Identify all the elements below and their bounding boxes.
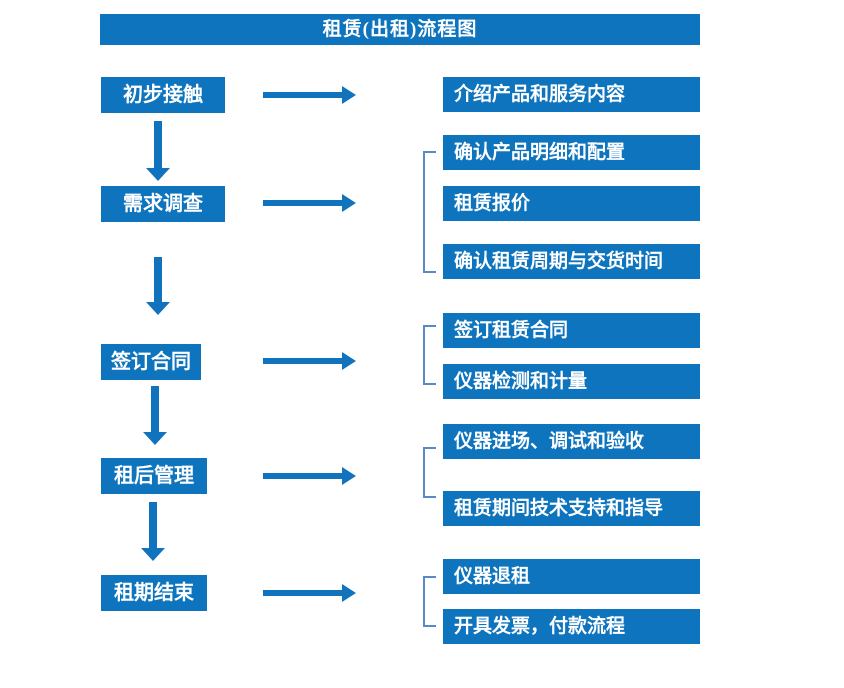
detail-box-instrument-inspection: 仪器检测和计量	[443, 364, 700, 399]
group-bracket-icon	[423, 447, 436, 498]
detail-box-rental-quotation: 租赁报价	[443, 186, 700, 221]
detail-box-invoice-payment: 开具发票，付款流程	[443, 609, 700, 644]
stage-box-demand-survey: 需求调查	[101, 186, 225, 222]
stage-box-rental-end: 租期结束	[101, 575, 207, 611]
detail-box-instrument-setup: 仪器进场、调试和验收	[443, 424, 700, 459]
right-arrow-icon	[263, 351, 356, 371]
detail-box-confirm-product-config: 确认产品明细和配置	[443, 135, 700, 170]
right-arrow-icon	[263, 583, 356, 603]
group-bracket-icon	[423, 576, 436, 627]
stage-box-initial-contact: 初步接触	[101, 77, 225, 113]
stage-box-post-rental: 租后管理	[101, 458, 207, 494]
down-arrow-icon	[143, 386, 167, 445]
down-arrow-icon	[146, 121, 170, 181]
detail-box-introduce-products: 介绍产品和服务内容	[443, 77, 700, 112]
flowchart-title: 租赁(出租)流程图	[100, 14, 700, 45]
right-arrow-icon	[263, 193, 356, 213]
right-arrow-icon	[263, 85, 356, 105]
group-bracket-icon	[423, 151, 436, 273]
detail-box-instrument-return: 仪器退租	[443, 559, 700, 594]
detail-box-sign-rental-contract: 签订租赁合同	[443, 313, 700, 348]
right-arrow-icon	[263, 466, 356, 486]
detail-box-technical-support: 租赁期间技术支持和指导	[443, 491, 700, 526]
stage-box-sign-contract: 签订合同	[101, 344, 201, 380]
group-bracket-icon	[423, 325, 436, 385]
detail-box-confirm-period-delivery: 确认租赁周期与交货时间	[443, 244, 700, 279]
down-arrow-icon	[141, 502, 165, 561]
down-arrow-icon	[146, 257, 170, 315]
